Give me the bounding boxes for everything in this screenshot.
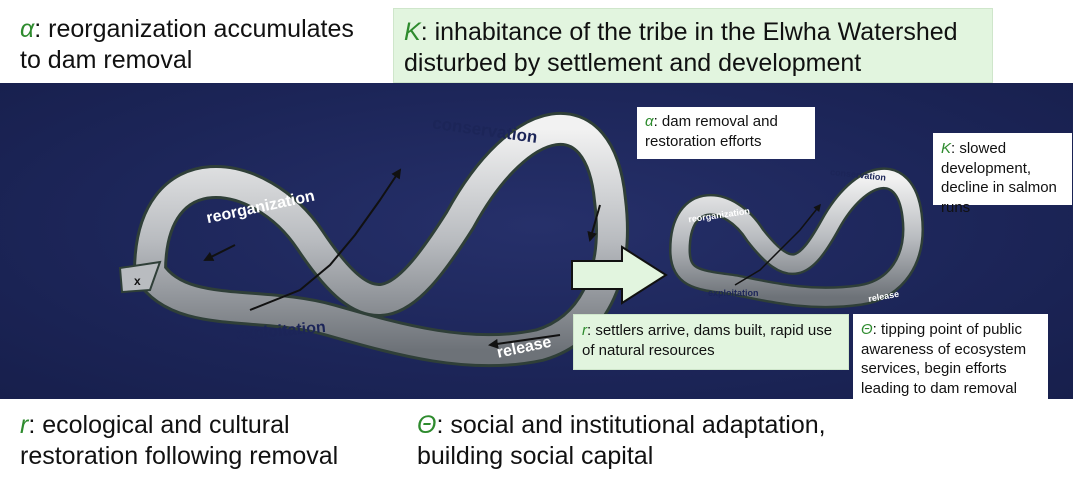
- theta-symbol: Θ: [417, 411, 437, 439]
- alpha-callout-large: α: reorganization accumulates to dam rem…: [0, 0, 382, 83]
- alpha-callout-small-text: : dam removal and restoration efforts: [645, 113, 778, 150]
- k-symbol: K: [404, 18, 421, 46]
- label-x: x: [134, 274, 141, 288]
- r-symbol: r: [20, 411, 29, 439]
- theta-callout-small-text: : tipping point of public awareness of e…: [861, 321, 1027, 397]
- transition-arrow: [571, 245, 668, 305]
- theta-callout-small: Θ: tipping point of public awareness of …: [853, 314, 1048, 410]
- alpha-callout-small: α: dam removal and restoration efforts: [637, 107, 815, 159]
- r-callout-large: r: ecological and cultural restoration f…: [0, 404, 392, 482]
- k-callout-small: K: slowed development, decline in salmon…: [933, 133, 1072, 216]
- k-callout-text: : inhabitance of the tribe in the Elwha …: [404, 18, 958, 77]
- large-ribbon: [118, 111, 629, 368]
- theta-symbol-small: Θ: [861, 321, 873, 338]
- r-callout-text: : ecological and cultural restoration fo…: [20, 411, 339, 470]
- theta-callout-large: Θ: social and institutional adaptation, …: [403, 404, 845, 482]
- alpha-symbol: α: [20, 15, 35, 43]
- alpha-callout-text: : reorganization accumulates to dam remo…: [20, 15, 354, 74]
- k-callout-large: K: inhabitance of the tribe in the Elwha…: [393, 8, 993, 83]
- r-symbol-small: r: [582, 322, 587, 339]
- theta-callout-text: : social and institutional adaptation, b…: [417, 411, 826, 470]
- label-exploitation-small: exploitation: [708, 288, 759, 298]
- k-callout-small-text: : slowed development, decline in salmon …: [941, 140, 1057, 216]
- alpha-symbol-small: α: [645, 113, 654, 130]
- r-callout-small: r: settlers arrive, dams built, rapid us…: [573, 314, 849, 370]
- k-symbol-small: K: [941, 140, 952, 157]
- r-callout-small-text: : settlers arrive, dams built, rapid use…: [582, 322, 833, 359]
